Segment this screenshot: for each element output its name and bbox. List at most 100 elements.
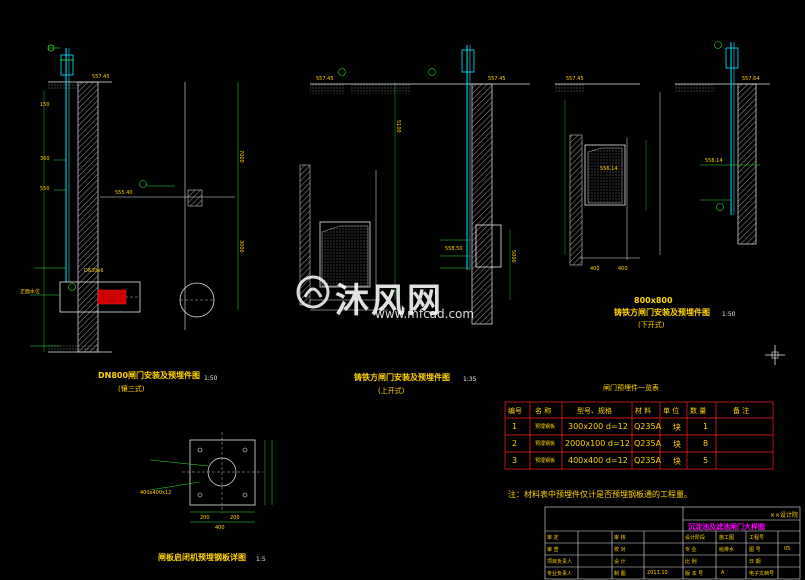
bom-cell-no: 2: [512, 439, 518, 448]
view3-caption: 铸铁方闸门安装及预埋件图: [614, 308, 710, 317]
tb-value: 施工图: [719, 535, 735, 541]
view3-title-dim: 800x800: [634, 296, 673, 305]
view3-dim-400a: 400: [590, 266, 600, 272]
bom-cell-name: 预埋钢板: [535, 458, 556, 464]
tb-label: 专业负责人: [547, 571, 573, 577]
view1-dim-550: 550: [40, 186, 50, 192]
tb-label: 专 业: [685, 547, 697, 553]
tb-label: 项目负责人: [547, 559, 573, 565]
bom-header-unit: 单 位: [663, 407, 680, 415]
view1-label-water-level: 正面水位: [20, 288, 40, 295]
view2-dim-5100: 5100: [395, 120, 401, 133]
view2-dim-left: 557.45: [316, 76, 334, 82]
view1-dim-3000: 3000: [238, 240, 244, 253]
tb-label: 设 计: [614, 559, 626, 565]
bom-cell-material: Q235A: [634, 422, 662, 431]
bom-note: 注：材料表中预埋件仅计是否预埋钢板通的工程量。: [508, 490, 692, 499]
tb-label: 审 核: [614, 535, 626, 541]
title-block-row-4: 专业负责人 制 图 2013.10 版 本 号 A 电子文档号: [545, 568, 800, 579]
bom-table-grid: [504, 401, 774, 470]
tb-value: A: [721, 570, 725, 576]
tb-value: 05: [784, 546, 791, 552]
view3-wall-hatch: [737, 83, 757, 245]
view2-sub: (上开式): [378, 387, 405, 395]
view1-scale: 1:50: [204, 375, 218, 382]
bom-title: 闸门预埋件一览表: [603, 384, 659, 392]
bom-row-2: 2 预埋钢板 2000x100 d=12 Q235A 块 8: [505, 436, 773, 452]
view4-dim-plate: 400x400x12: [140, 490, 171, 496]
view2-caption: 铸铁方闸门安装及预埋件图: [354, 373, 450, 382]
bom-cell-qty: 1: [703, 422, 709, 431]
view4-plate: [189, 439, 256, 506]
tb-label: 电子文档号: [749, 571, 775, 577]
view4-caption: 闸板启闭机预埋钢板详图: [158, 553, 246, 562]
bom-header-name: 名 称: [535, 407, 552, 415]
tb-label: 工程号: [749, 535, 765, 541]
view2-wall-hatch: [471, 83, 493, 325]
view3-dim-water: 556.14: [705, 158, 723, 164]
view4-scale: 1:5: [256, 556, 266, 563]
tb-label: 设计阶段: [685, 535, 706, 541]
tb-label: 日 期: [749, 559, 761, 565]
view2-gate-frame: [475, 224, 502, 268]
bom-cell-no: 3: [512, 456, 518, 465]
tb-value: 给排水: [719, 547, 735, 553]
view3-dim-right: 557.64: [742, 76, 760, 82]
title-block-row-1: 审 定 审 核 设计阶段 施工图 工程号: [545, 532, 800, 543]
tb-label: 审 定: [547, 535, 559, 541]
bom-cell-unit: 块: [673, 440, 681, 449]
bom-cell-spec: 2000x100 d=12: [565, 439, 630, 448]
view3-dim-400b: 400: [618, 266, 628, 272]
view1-sub: (镶三式): [118, 385, 145, 393]
bom-cell-spec: 400x400 d=12: [568, 456, 628, 465]
tb-label: 制 图: [614, 571, 626, 577]
bom-cell-unit: 块: [673, 423, 681, 432]
bom-header-material: 材 料: [635, 407, 652, 415]
bom-header-no: 编号: [508, 407, 522, 415]
view1-label-pipe: D630x6: [84, 268, 104, 274]
title-block-company: ××设计院: [770, 512, 799, 519]
view4-dim-200a: 200: [200, 515, 210, 521]
view1-pipe: [59, 281, 141, 313]
title-block-row-3: 项目负责人 设 计 比 例 日 期: [545, 556, 800, 567]
view4-dim-200b: 200: [230, 515, 240, 521]
bom-cell-no: 1: [512, 422, 518, 431]
view1-actuator: [60, 54, 74, 76]
tb-label: 审 查: [547, 547, 559, 553]
view3-sub: (下开式): [638, 321, 665, 329]
view1-caption: DN800闸门安装及预埋件图: [98, 371, 201, 380]
view2-scale: 1:35: [463, 376, 477, 383]
view2-drawing: 557.45 557.45 5100 5000 558.50: [299, 45, 530, 325]
view2-dim-5000: 5000: [510, 250, 516, 263]
view3-dim-left: 557.45: [566, 76, 584, 82]
bom-cell-material: Q235A: [634, 439, 662, 448]
view3-scale: 1:50: [722, 311, 736, 318]
bom-header-qty: 数 量: [690, 407, 707, 415]
view1-dim-top: 557.45: [92, 74, 110, 80]
tb-label: 校 对: [614, 547, 626, 553]
view2-dim-right: 557.45: [488, 76, 506, 82]
view1-dim-150: 150: [40, 102, 50, 108]
view4-drawing: 400x400x12 200 200 400: [140, 432, 273, 531]
view1-wall-hatch: [77, 81, 99, 353]
tb-value: 2013.10: [647, 570, 668, 576]
title-block-row-2: 审 查 校 对 专 业 给排水 图 号 05: [545, 544, 800, 555]
view1-drawing: 557.45 555.40 150 360 550 7000 3000 正面水位…: [20, 44, 244, 353]
tb-label: 图 号: [749, 547, 761, 553]
view3-drawing: 557.45 557.64 556.14 556.14 400 400: [555, 41, 770, 272]
bom-cell-qty: 8: [703, 439, 709, 448]
view2-dim-558: 558.50: [445, 246, 463, 252]
bom-row-1: 1 预埋钢板 300x200 d=12 Q235A 块 1: [505, 419, 773, 435]
view1-dim-360: 360: [40, 156, 50, 162]
bom-cell-qty: 5: [703, 456, 709, 465]
tb-label: 比 例: [685, 559, 697, 565]
view1-dim-water: 555.40: [115, 190, 133, 196]
cad-crosshair-cursor: [765, 345, 785, 365]
bom-header-spec: 型号、规格: [577, 407, 612, 415]
watermark-text: 沐风网: [335, 281, 443, 321]
bom-header-remark: 备 注: [733, 407, 750, 415]
view3-dim-inner: 556.14: [600, 166, 618, 172]
tb-label: 版 本 号: [685, 571, 704, 577]
bom-cell-unit: 块: [673, 457, 681, 466]
